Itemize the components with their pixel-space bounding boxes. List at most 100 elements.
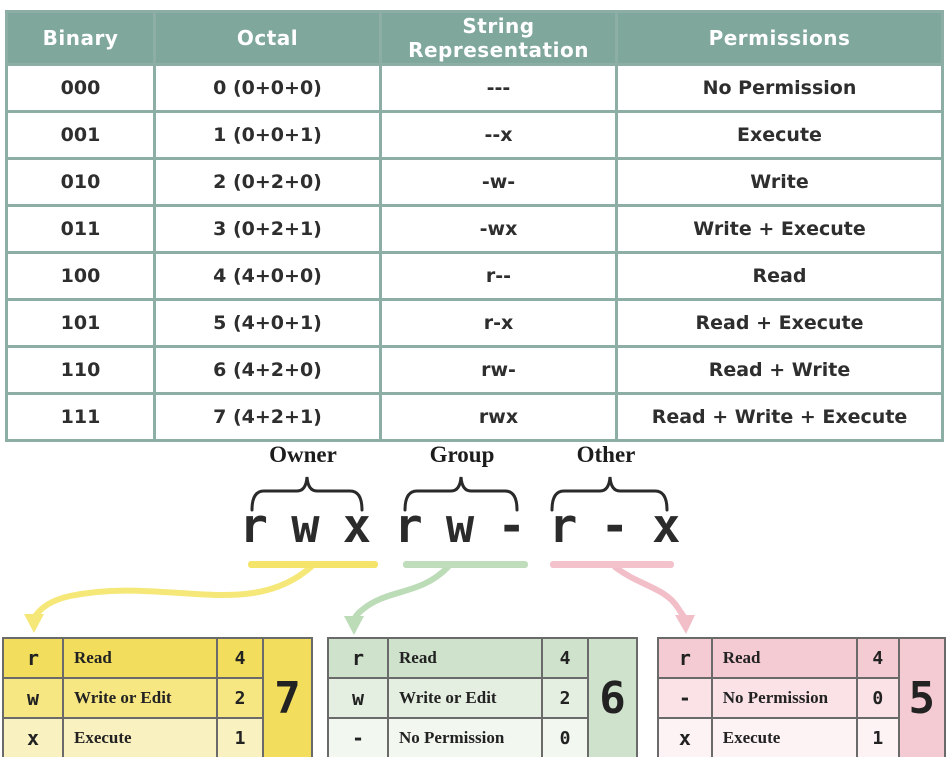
value-cell: 4 [216,637,264,679]
symbol-cell: x [2,717,64,757]
string-cell: -wx [379,204,618,254]
value-cell: 0 [541,717,589,757]
owner-values-table: r Read 4 7 w Write or Edit 2 x Execute 1 [2,637,313,757]
label-cell: Execute [710,717,859,757]
string-cell: rw- [379,345,618,395]
table-row: x Execute 1 [657,717,945,757]
owner-arrow [24,563,315,633]
permissions-cell: Read + Write [615,345,944,395]
permissions-cell: Execute [615,110,944,160]
string-cell: rwx [379,392,618,442]
other-octal-result: 5 [897,637,946,757]
other-arrow [612,564,695,634]
value-cell: 0 [856,677,900,719]
permissions-table: Binary Octal String Representation Permi… [5,10,944,442]
label-cell: Read [710,637,859,679]
symbol-cell: - [327,717,389,757]
table-row: 110 6 (4+2+0) rw- Read + Write [5,345,944,395]
table-row: 100 4 (4+0+0) r-- Read [5,251,944,301]
symbol-cell: - [657,677,713,719]
permission-string: r w x r w - r - x [228,501,692,553]
string-cell: --- [379,63,618,113]
perm-char: r [394,499,423,554]
symbol-cell: r [327,637,389,679]
label-cell: Write or Edit [387,677,543,719]
permissions-cell: Write [615,157,944,207]
symbol-cell: x [657,717,713,757]
column-header-string-representation: String Representation [379,10,618,66]
permissions-cell: Write + Execute [615,204,944,254]
column-header-octal: Octal [153,10,382,66]
table-row: - No Permission 0 [327,717,637,757]
string-cell: --x [379,110,618,160]
binary-cell: 000 [5,63,156,113]
other-label: Other [576,442,636,467]
perm-char: - [600,499,629,554]
label-cell: Read [387,637,543,679]
label-cell: Read [62,637,218,679]
perm-char: x [342,499,372,554]
perm-char: - [497,499,526,554]
group-brace [403,476,519,512]
string-cell: r-x [379,298,618,348]
group-arrow [344,564,451,635]
table-row: w Write or Edit 2 [2,677,312,719]
label-cell: Execute [62,717,218,757]
binary-cell: 010 [5,157,156,207]
symbol-cell: r [657,637,713,679]
permissions-cell: Read + Write + Execute [615,392,944,442]
symbol-cell: r [2,637,64,679]
table-row: 111 7 (4+2+1) rwx Read + Write + Execute [5,392,944,442]
other-values-table: r Read 4 5 - No Permission 0 x Execute 1 [657,637,946,757]
table-row: 101 5 (4+0+1) r-x Read + Execute [5,298,944,348]
octal-cell: 7 (4+2+1) [153,392,382,442]
symbol-cell: w [2,677,64,719]
perm-char: x [652,499,681,554]
table-row: 011 3 (0+2+1) -wx Write + Execute [5,204,944,254]
symbol-cell: w [327,677,389,719]
permissions-cell: No Permission [615,63,944,113]
owner-octal-result: 7 [262,637,313,757]
group-octal-result: 6 [587,637,638,757]
group-label: Group [429,442,495,467]
column-header-permissions: Permissions [615,10,944,66]
octal-cell: 5 (4+0+1) [153,298,382,348]
table-row: 010 2 (0+2+0) -w- Write [5,157,944,207]
other-underline [550,561,674,568]
label-cell: No Permission [387,717,543,757]
binary-cell: 110 [5,345,156,395]
string-cell: -w- [379,157,618,207]
label-cell: No Permission [710,677,859,719]
binary-cell: 111 [5,392,156,442]
table-header-row: Binary Octal String Representation Permi… [5,10,944,66]
owner-brace [250,476,364,512]
value-cell: 2 [541,677,589,719]
braces-and-arrows [24,476,695,635]
permissions-cell: Read [615,251,944,301]
table-row: r Read 4 5 [657,637,946,757]
group-underline [403,561,528,568]
binary-cell: 101 [5,298,156,348]
table-row: - No Permission 0 [657,677,945,719]
perm-char: w [291,499,320,554]
value-cell: 1 [216,717,264,757]
binary-cell: 011 [5,204,156,254]
octal-cell: 2 (0+2+0) [153,157,382,207]
other-brace [550,476,669,512]
perm-char: r [549,499,578,554]
octal-cell: 0 (0+0+0) [153,63,382,113]
perm-char: r [239,499,268,554]
permissions-cell: Read + Execute [615,298,944,348]
octal-cell: 1 (0+0+1) [153,110,382,160]
value-cell: 4 [541,637,589,679]
table-row: r Read 4 6 [327,637,638,757]
string-cell: r-- [379,251,618,301]
octal-cell: 6 (4+2+0) [153,345,382,395]
column-header-binary: Binary [5,10,156,66]
octal-cell: 4 (4+0+0) [153,251,382,301]
table-row: 000 0 (0+0+0) --- No Permission [5,63,944,113]
value-cell: 4 [856,637,900,679]
group-values-table: r Read 4 6 w Write or Edit 2 - No Permis… [327,637,638,757]
table-row: w Write or Edit 2 [327,677,637,719]
